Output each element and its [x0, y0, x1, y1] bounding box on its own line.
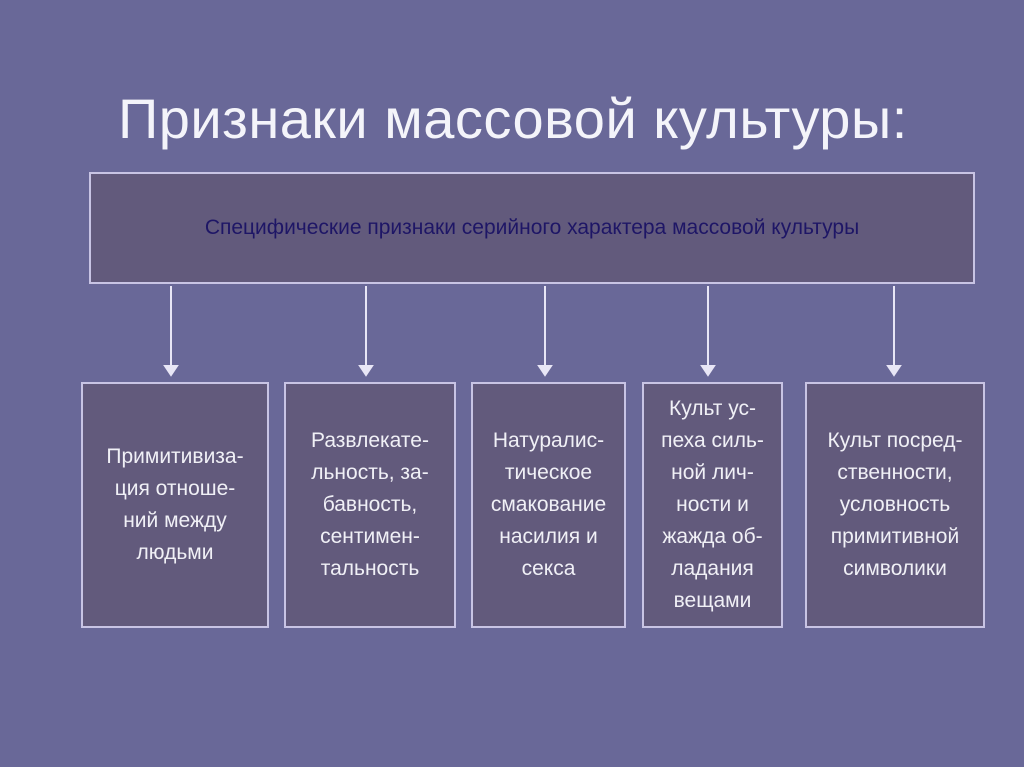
arrow-down-icon [886, 286, 902, 377]
arrow-down-icon [700, 286, 716, 377]
feature-text: Развлекате- льность, за- бавность, сенти… [311, 429, 429, 580]
arrow-down-icon [358, 286, 374, 377]
feature-box-naturalism: Натуралис- тическое смакование насилия и… [471, 382, 626, 628]
feature-box-cult-of-success: Культ ус- пеха силь- ной лич- ности и жа… [642, 382, 783, 628]
feature-text: Примитивиза- ция отноше- ний между людьм… [106, 445, 244, 564]
header-box: Специфические признаки серийного характе… [89, 172, 975, 284]
arrow-down-icon [163, 286, 179, 377]
arrow-down-icon [537, 286, 553, 377]
feature-box-primitivization: Примитивиза- ция отноше- ний между людьм… [81, 382, 269, 628]
feature-box-cult-of-mediocrity: Культ посред- ственности, условность при… [805, 382, 985, 628]
feature-text: Культ посред- ственности, условность при… [827, 429, 963, 580]
header-text: Специфические признаки серийного характе… [204, 216, 860, 239]
feature-text: Культ ус- пеха силь- ной лич- ности и жа… [661, 397, 764, 612]
feature-box-entertainment: Развлекате- льность, за- бавность, сенти… [284, 382, 456, 628]
feature-text: Натуралис- тическое смакование насилия и… [490, 429, 607, 580]
slide-title: Признаки массовой культуры: [118, 87, 908, 150]
